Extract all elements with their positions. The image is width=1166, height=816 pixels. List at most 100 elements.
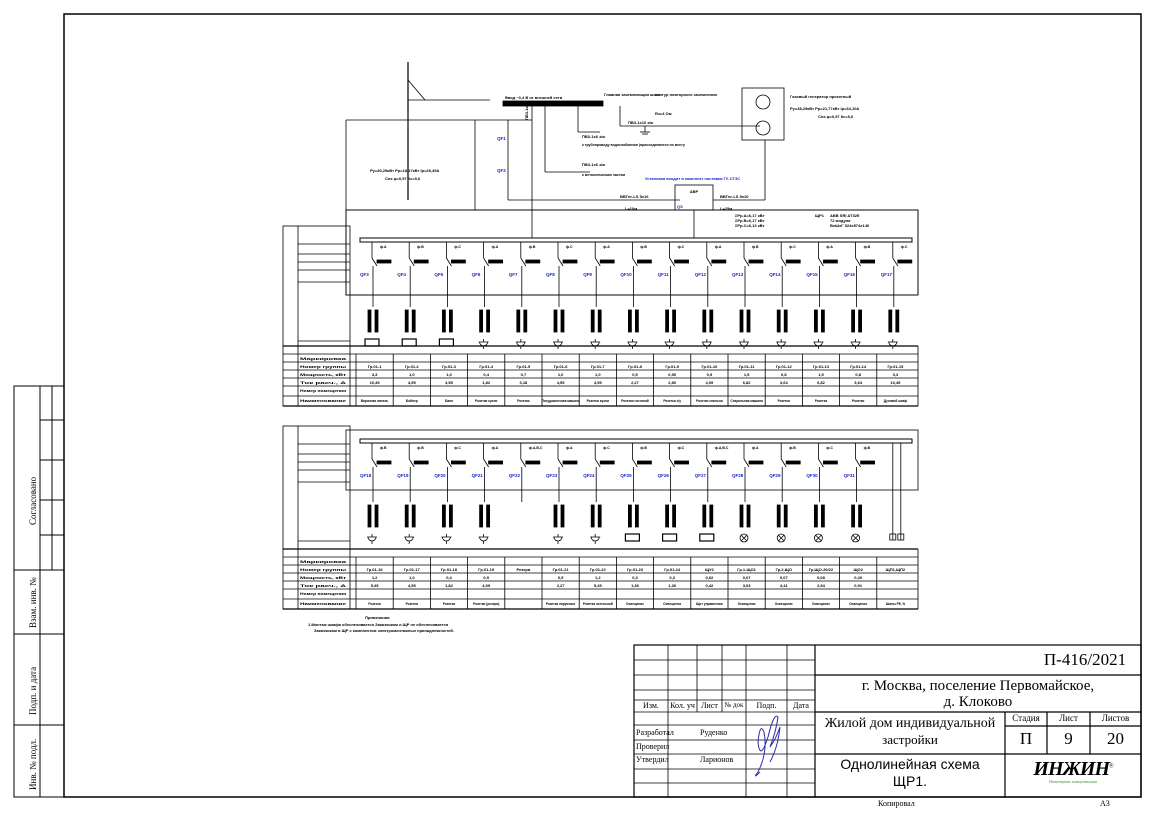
phase-label: ф.С	[678, 245, 685, 249]
breaker-label: QF17	[881, 272, 893, 277]
cable-label	[895, 309, 900, 333]
breaker-rating	[785, 460, 801, 465]
group-current: 2,94	[817, 583, 826, 588]
breaker-contact	[706, 257, 713, 267]
breaker-contact	[743, 257, 750, 267]
breaker-label: QF28	[732, 473, 744, 478]
breaker-label: QF23	[546, 473, 558, 478]
breaker-contact	[408, 458, 415, 468]
group-number: Гр.01-10	[701, 364, 718, 369]
generator-coil	[755, 120, 771, 136]
cable-left-length: L=10м	[625, 206, 637, 211]
phase-label: ф.С	[454, 245, 461, 249]
breaker-rating	[376, 460, 392, 465]
top-busbar	[359, 237, 913, 243]
panel-params-1: Ру=30,29кВт Рр=18,17кВт Iр=28,49А	[370, 168, 439, 173]
cable-label	[367, 504, 372, 528]
cable-label	[702, 309, 707, 333]
phase-label: ф.В	[380, 446, 387, 450]
sheet-value: 9	[1064, 729, 1073, 748]
group-power: 0,02	[706, 575, 715, 580]
breaker-contact	[594, 458, 601, 468]
socket-icon	[887, 339, 898, 349]
group-power: 0,50	[668, 372, 677, 377]
cable-label	[672, 309, 676, 333]
breaker-label: QF14	[769, 272, 781, 277]
breaker-contact	[706, 458, 713, 468]
top-row-header: Номер группы	[300, 365, 346, 369]
group-current: 2,27	[631, 380, 640, 385]
group-number: Гр.01-2	[405, 364, 419, 369]
phase-label: ф.В	[640, 245, 647, 249]
bottom-enclosure	[345, 429, 919, 491]
breaker-label: QF31	[844, 473, 856, 478]
n-terminal-icon	[897, 533, 905, 541]
load-box-icon	[624, 533, 641, 542]
group-power: 1,2	[595, 575, 601, 580]
cable-label	[448, 504, 453, 528]
format-label: А3	[1100, 799, 1110, 808]
group-name: Освещение	[626, 602, 644, 606]
cable-label	[479, 309, 484, 333]
group-current: 4,09	[706, 380, 715, 385]
breaker-rating	[897, 259, 913, 264]
cable-label	[709, 309, 714, 333]
cable-label	[479, 504, 484, 528]
role-approver: Утвердил	[636, 755, 669, 764]
group-name: Освещение	[849, 602, 867, 606]
phase-label: ф.С	[454, 446, 461, 450]
copied-label: Копировал	[878, 799, 915, 808]
generator-box	[741, 87, 785, 141]
cable-label	[448, 309, 453, 333]
cable-label	[888, 309, 893, 333]
group-number: Гр.1-ЩО1	[737, 567, 756, 572]
socket-icon	[441, 534, 452, 544]
name-developer: Руденко	[700, 728, 728, 737]
group-name: Розетки котельной	[583, 602, 613, 606]
group-power: 3,3	[372, 372, 378, 377]
cable-label	[851, 504, 855, 528]
panel-params-2: Cos φ=0,97 Кс=0,6	[385, 176, 421, 181]
socket-icon	[553, 534, 563, 544]
group-power: 3,3	[893, 372, 899, 377]
sheet-label: Лист	[1059, 713, 1078, 723]
cable-label	[553, 309, 558, 333]
phase-label: ф.А	[566, 446, 573, 450]
group-number: Гр.01-22	[590, 567, 607, 572]
group-name: Розетки с/у	[663, 399, 681, 403]
group-power: 0,8	[855, 372, 861, 377]
top-row-header: Номер помещения	[300, 389, 346, 393]
phase-label: ф.В	[864, 245, 871, 249]
group-current: 3,64	[780, 380, 789, 385]
group-power: 0,9	[707, 372, 713, 377]
phase-label: ф.А	[752, 446, 759, 450]
to-pipes-label: к металлическим частям	[582, 173, 625, 177]
breaker-label: QF15	[806, 272, 818, 277]
breaker-label: QF13	[732, 272, 744, 277]
lamp-icon	[852, 534, 859, 542]
cable-label	[560, 504, 565, 528]
breaker-label: QF24	[583, 473, 595, 478]
breaker-contact	[855, 458, 861, 468]
cable-label	[367, 309, 372, 333]
breaker-contact	[669, 458, 675, 468]
load-box-icon	[661, 533, 678, 542]
cable-label	[411, 504, 416, 528]
group-power: 1,5	[818, 372, 824, 377]
generator-coil	[755, 94, 771, 110]
sheets-label: Листов	[1101, 713, 1130, 723]
group-current: 2,80	[668, 380, 677, 385]
breaker-contact	[371, 257, 378, 267]
lamp-icon	[740, 534, 748, 542]
group-name: Шины PE, N	[886, 602, 906, 606]
role-developer: Разработал	[636, 728, 674, 737]
group-name: Щит управления	[696, 602, 723, 606]
phase-label: ф.А,В,С	[715, 446, 729, 450]
group-current: 1,36	[668, 583, 677, 588]
breaker-contact	[780, 257, 787, 267]
group-number: Гр.01-16	[367, 567, 384, 572]
socket-icon	[515, 339, 526, 349]
group-power: 0,5	[558, 575, 564, 580]
cable-pe2: ПВ3-1х6 з/ж	[582, 134, 605, 139]
